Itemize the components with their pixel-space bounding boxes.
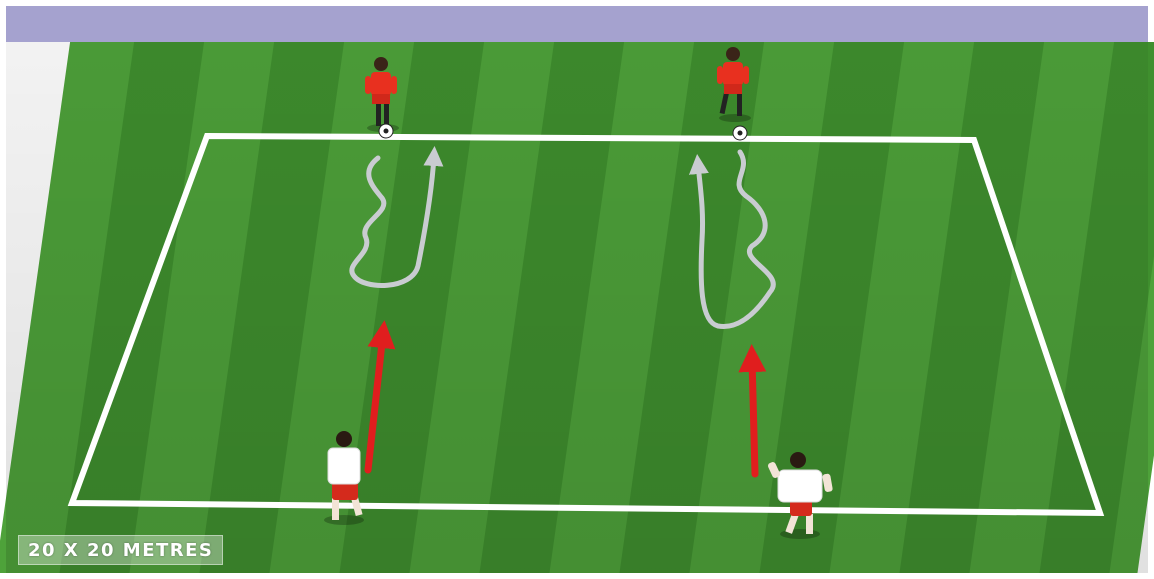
grass-field — [0, 42, 1154, 573]
sky-band — [6, 6, 1148, 42]
pass-arrow-right — [752, 358, 755, 474]
soccer-ball-icon — [733, 126, 747, 140]
pitch-size-label: 20 X 20 METRES — [18, 535, 223, 565]
soccer-ball-icon — [379, 124, 393, 138]
